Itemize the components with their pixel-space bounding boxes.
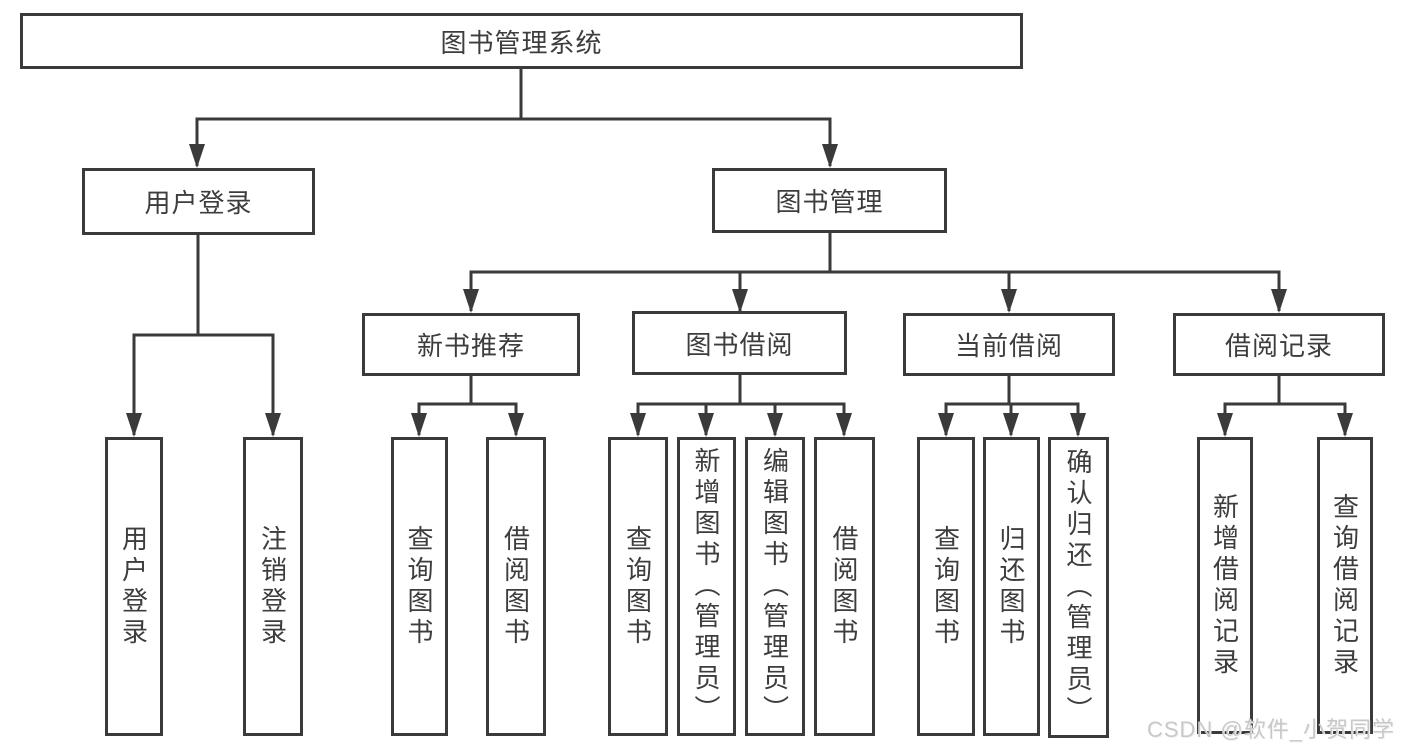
leaf-borrow-query-books-label: 查询图书 (622, 524, 653, 649)
leaf-return-books-label: 归还图书 (996, 524, 1026, 649)
leaf-recommend-borrow-books-label: 借阅图书 (500, 524, 531, 649)
node-new-book-recommend-label: 新书推荐 (416, 331, 525, 361)
leaf-logout-label: 注销登录 (257, 524, 288, 649)
leaf-edit-books-admin: 编辑图书（管理员） (745, 437, 805, 736)
arrowheads (126, 144, 1353, 437)
leaf-confirm-return-admin-label: 确认归还（管理员） (1063, 448, 1093, 727)
node-book-management-label: 图书管理 (775, 187, 884, 217)
leaf-recommend-query-books-label: 查询图书 (404, 524, 434, 649)
node-book-borrow-label: 图书借阅 (685, 329, 794, 360)
leaf-recommend-query-books: 查询图书 (391, 437, 448, 736)
node-book-management: 图书管理 (712, 168, 947, 233)
node-borrow-records-label: 借阅记录 (1224, 331, 1333, 361)
node-root-label: 图书管理系统 (440, 27, 603, 58)
node-borrow-records: 借阅记录 (1173, 313, 1385, 376)
leaf-borrow-books: 借阅图书 (814, 437, 875, 736)
leaf-current-query-books-label: 查询图书 (930, 524, 961, 649)
node-book-borrow: 图书借阅 (632, 311, 847, 375)
leaf-add-borrow-record: 新增借阅记录 (1197, 437, 1253, 734)
leaf-confirm-return-admin: 确认归还（管理员） (1048, 437, 1109, 738)
leaf-add-books-admin: 新增图书（管理员） (677, 437, 736, 736)
node-current-borrow: 当前借阅 (903, 313, 1115, 376)
csdn-watermark: CSDN @软件_小贺同学 (1146, 717, 1395, 742)
leaf-user-login: 用户登录 (105, 437, 163, 736)
leaf-edit-books-admin-label: 编辑图书（管理员） (759, 447, 790, 726)
node-user-login-group: 用户登录 (82, 168, 315, 235)
leaf-add-books-admin-label: 新增图书（管理员） (691, 447, 721, 726)
leaf-recommend-borrow-books: 借阅图书 (486, 437, 546, 736)
node-user-login-group-label: 用户登录 (144, 188, 253, 218)
leaf-return-books: 归还图书 (983, 437, 1040, 736)
node-new-book-recommend: 新书推荐 (362, 313, 580, 376)
leaf-query-borrow-record: 查询借阅记录 (1317, 437, 1373, 734)
leaf-current-query-books: 查询图书 (917, 437, 975, 736)
leaf-user-login-label: 用户登录 (118, 524, 149, 649)
leaf-query-borrow-record-label: 查询借阅记录 (1329, 492, 1360, 679)
node-root: 图书管理系统 (20, 13, 1023, 69)
leaf-logout: 注销登录 (243, 437, 303, 736)
leaf-add-borrow-record-label: 新增借阅记录 (1209, 492, 1240, 679)
leaf-borrow-query-books: 查询图书 (608, 437, 668, 736)
node-current-borrow-label: 当前借阅 (954, 331, 1063, 361)
leaf-borrow-books-label: 借阅图书 (829, 524, 859, 649)
